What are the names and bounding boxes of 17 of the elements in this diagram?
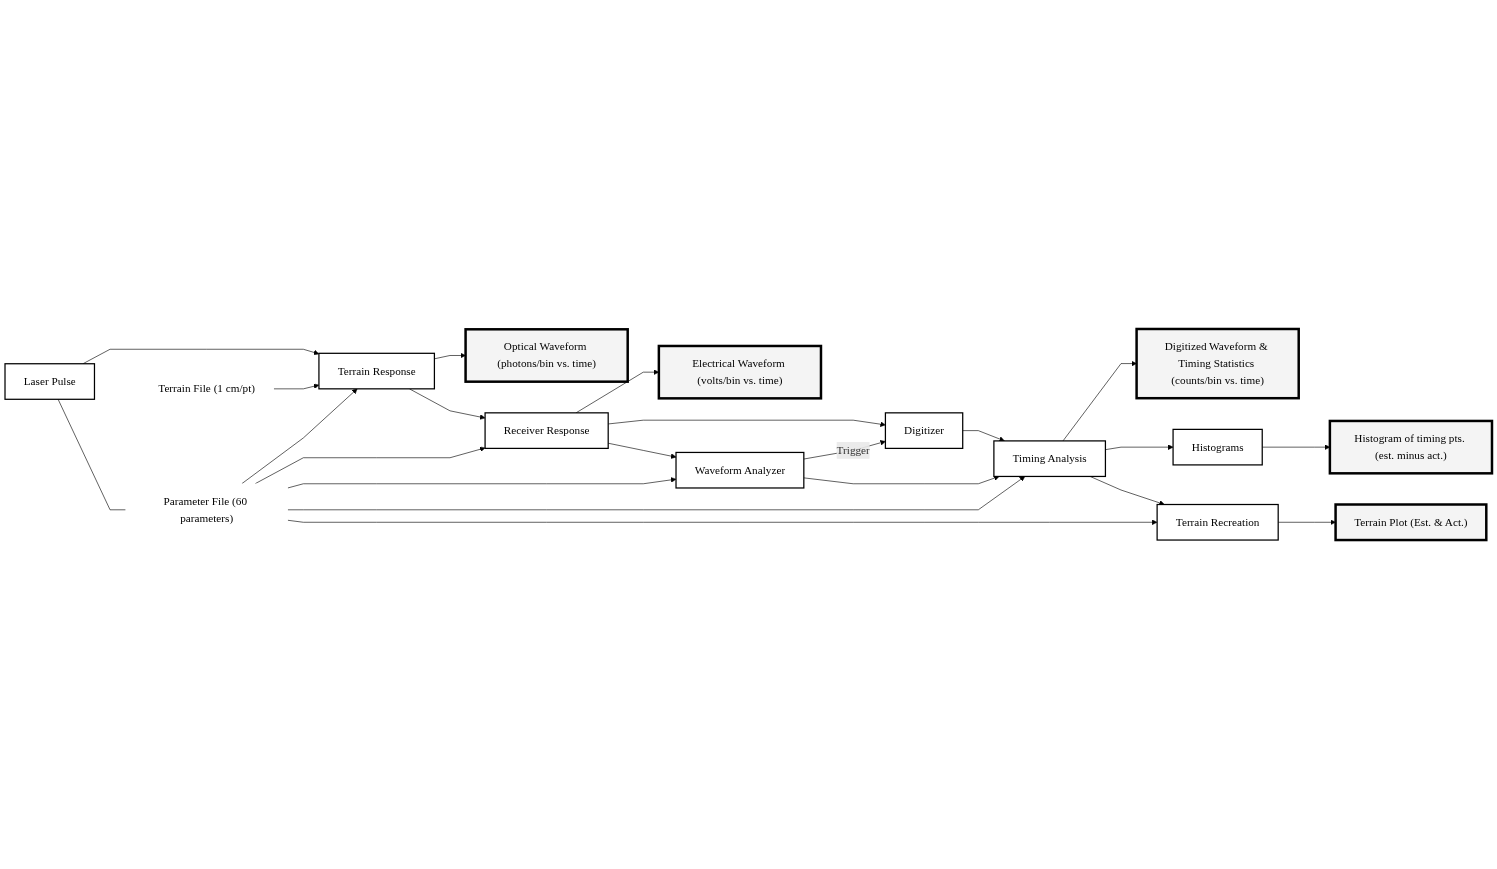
- node-box: Histogram of timing pts. (est. minus act.): [1328, 419, 1494, 475]
- node-box: Terrain Plot (Est. & Act.): [1334, 503, 1488, 542]
- node-text: Terrain File (1 cm/pt): [158, 382, 256, 395]
- node-box: Waveform Analyzer: [675, 451, 805, 489]
- node-box: Histograms: [1172, 428, 1263, 466]
- node-text: Parameter File (60 parameters): [163, 494, 248, 525]
- node-box: Receiver Response: [484, 412, 609, 449]
- node-box: Digitizer: [884, 412, 964, 449]
- node-box: Terrain Response: [318, 352, 436, 390]
- connector: [57, 398, 126, 511]
- node-box: Electrical Waveform (volts/bin vs. time): [657, 344, 823, 400]
- node-box: Timing Analysis: [993, 440, 1107, 478]
- node-box: Optical Waveform (photons/bin vs. time): [464, 328, 629, 383]
- edge-label: Trigger: [836, 443, 870, 457]
- node-box: Laser Pulse: [4, 363, 96, 400]
- node-box: Terrain Recreation: [1156, 503, 1279, 541]
- node-box: Digitized Waveform & Timing Statistics (counts/bin vs. time): [1135, 327, 1300, 400]
